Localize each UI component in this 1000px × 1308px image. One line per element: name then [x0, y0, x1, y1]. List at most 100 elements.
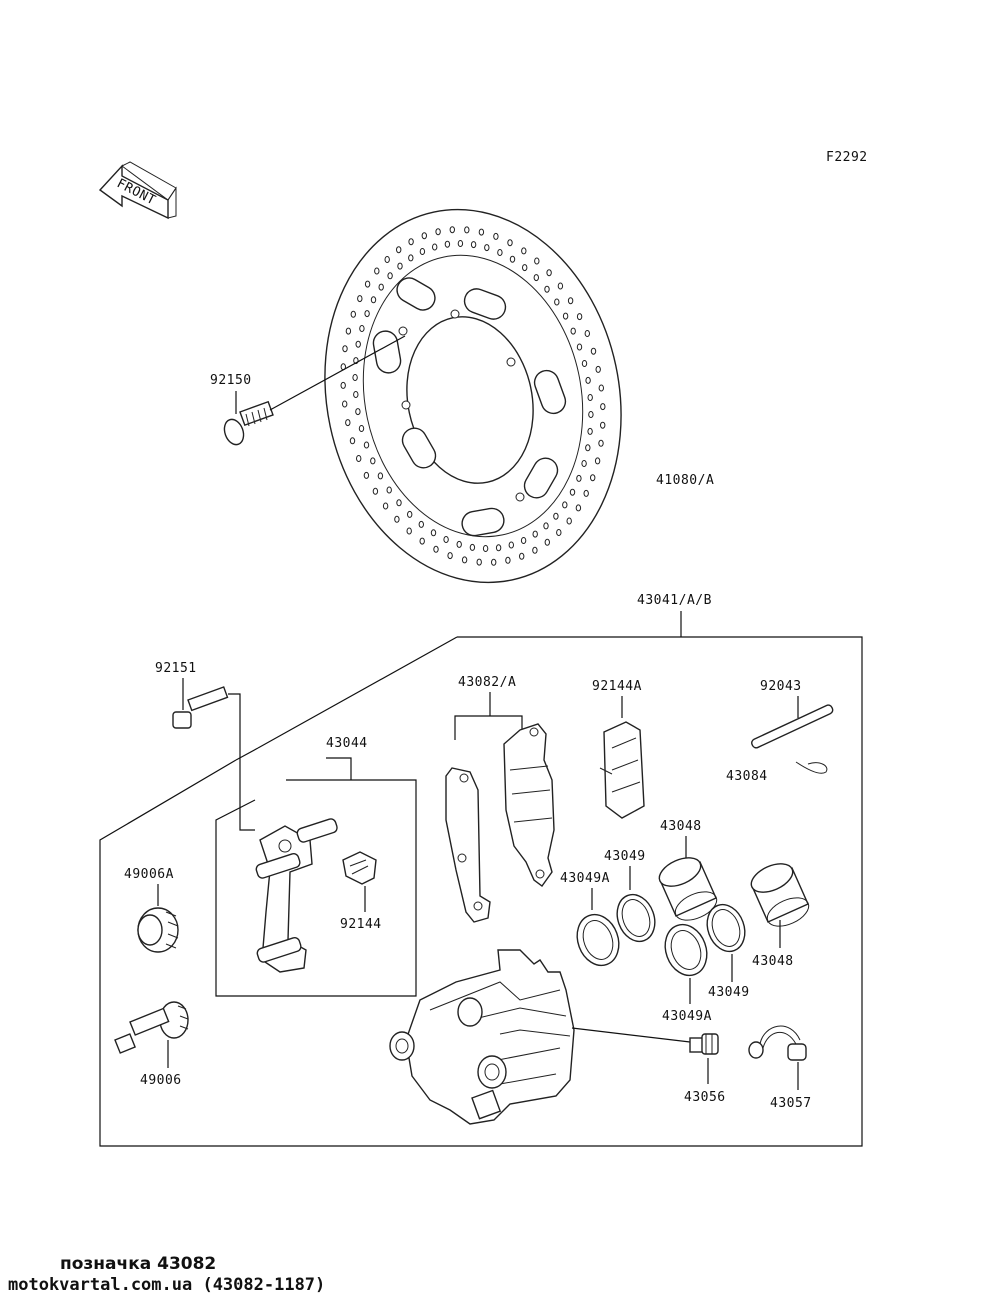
disc-hole [359, 325, 365, 332]
disc-hole [491, 558, 497, 566]
disc-hole [444, 240, 451, 248]
disc-hole [587, 394, 593, 401]
label-43049A-top: 43049A [560, 871, 610, 886]
label-43049A-bottom: 43049A [662, 1009, 712, 1024]
brake-pad-inner [445, 767, 491, 923]
disc-hole [384, 256, 390, 263]
disc-hole [508, 541, 514, 549]
bracket-bolt-92151 [172, 686, 229, 729]
label-43041: 43041/A/B [637, 593, 712, 608]
label-92150: 92150 [210, 373, 252, 388]
disc-hole [557, 282, 564, 290]
disc-hole [520, 537, 527, 544]
disc-hole [356, 455, 362, 462]
disc-hole [556, 529, 562, 536]
disc-hole [575, 504, 582, 512]
disc-hole [419, 248, 426, 255]
disc-hole [584, 330, 590, 337]
disc-hole [585, 444, 591, 452]
disc-hole [562, 501, 568, 509]
disc-hole [588, 411, 594, 418]
disc-hole [355, 408, 361, 416]
caption-source: motokvartal.com.ua (43082-1187) [8, 1275, 326, 1295]
disc-hole [576, 343, 583, 351]
label-43056: 43056 [684, 1090, 726, 1105]
disc-hole [464, 226, 470, 234]
disc-hole [382, 502, 389, 510]
disc-hole [566, 517, 572, 525]
piston-43048-b [750, 863, 810, 927]
disc-hole [590, 474, 596, 482]
caliper-bracket-43044 [255, 818, 338, 973]
caption-title: позначка 43082 [60, 1254, 217, 1274]
disc-hole [406, 527, 412, 535]
disc-hole [396, 246, 402, 254]
disc-hole [432, 243, 438, 251]
disc-hole [386, 486, 392, 494]
label-43048-right: 43048 [752, 954, 794, 969]
disc-hole [378, 283, 384, 291]
disc-hole [342, 345, 348, 353]
disc-hole [461, 556, 468, 564]
label-43049-top: 43049 [604, 849, 646, 864]
disc-hole [519, 552, 525, 560]
disc-hole [443, 536, 449, 543]
disc-hole [394, 515, 400, 523]
disc-hole [387, 272, 393, 280]
disc-hole [533, 274, 539, 282]
disc-hole [585, 376, 591, 384]
disc-hole [358, 425, 365, 432]
disc-hole [364, 310, 370, 318]
disc-hole [377, 472, 384, 480]
spring-92144 [342, 851, 377, 885]
disc-hole [497, 249, 503, 256]
disc-hole [433, 545, 439, 553]
disc-hole [449, 226, 455, 234]
disc-hole [569, 488, 576, 496]
disc-hole [507, 239, 513, 247]
disc-hole [430, 529, 437, 537]
disc-hole [598, 384, 604, 392]
brake-pad-outer [503, 723, 555, 887]
disc-hole [495, 544, 502, 552]
disc-hole [355, 340, 361, 348]
label-41080: 41080/A [656, 473, 714, 488]
disc-hole [543, 522, 549, 530]
disc-hole [476, 558, 482, 566]
seal-43049A-b [664, 923, 708, 977]
disc-hole [581, 460, 587, 467]
piston-43048-a [658, 857, 718, 921]
disc-hole [482, 545, 489, 552]
disc-hole [521, 247, 527, 255]
disc-hole [587, 427, 593, 435]
caliper-body [389, 949, 575, 1125]
front-arrow-icon: FRONT [98, 161, 177, 220]
pad-spring-92144A [599, 721, 645, 819]
diagram-code: F2292 [826, 150, 868, 165]
label-43082: 43082/A [458, 675, 516, 690]
disc-perforations [340, 226, 606, 566]
bleeder-cap-49006A [137, 907, 179, 953]
label-43044: 43044 [326, 736, 368, 751]
disc-hole [408, 238, 414, 246]
disc-hole [534, 257, 540, 265]
bleeder-valve-49006 [114, 1001, 189, 1054]
disc-hole [370, 457, 376, 465]
disc-hole [590, 347, 597, 355]
disc-hole [357, 295, 363, 303]
disc-hole [456, 540, 462, 548]
disc-hole [562, 312, 569, 320]
disc-hole [407, 510, 413, 518]
disc-hole [594, 457, 601, 465]
disc-hole [435, 228, 441, 236]
disc-hole [363, 441, 370, 449]
disc-hole [421, 232, 427, 240]
disc-hole [342, 400, 348, 408]
disc-hole [396, 499, 402, 507]
disc-hole [509, 255, 516, 263]
disc-hole [363, 471, 370, 479]
seal-43049A-a [576, 913, 620, 967]
disc-hole [418, 520, 424, 528]
disc-hole [370, 296, 377, 304]
